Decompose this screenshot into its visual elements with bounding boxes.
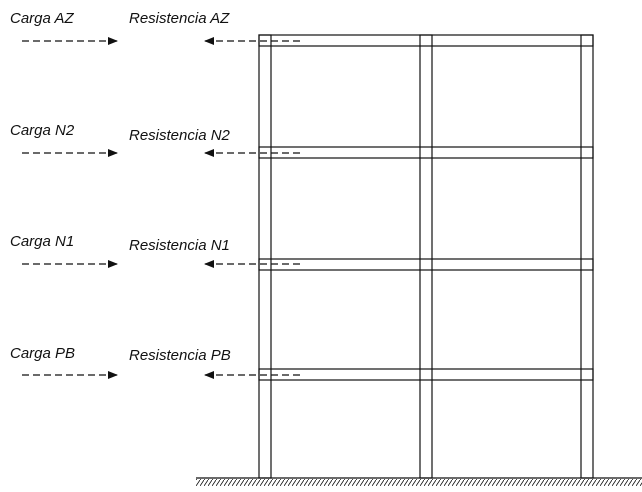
ground bbox=[196, 477, 642, 486]
resistencia-n1-label: Resistencia N1 bbox=[129, 237, 230, 254]
ground-hatch bbox=[196, 479, 642, 486]
carga-az-label: Carga AZ bbox=[10, 10, 74, 27]
level-pb: Carga PB Resistencia PB bbox=[10, 345, 300, 379]
carga-n1-label: Carga N1 bbox=[10, 233, 74, 250]
beam-n1 bbox=[258, 258, 594, 271]
beam-az bbox=[258, 34, 594, 47]
level-n2: Carga N2 Resistencia N2 bbox=[10, 122, 300, 157]
level-n1: Carga N1 Resistencia N1 bbox=[10, 233, 300, 268]
columns bbox=[258, 34, 594, 479]
beam-pb bbox=[258, 368, 594, 381]
column-right bbox=[580, 34, 594, 479]
column-left bbox=[258, 34, 272, 479]
level-az: Carga AZ Resistencia AZ bbox=[10, 10, 300, 45]
carga-n2-label: Carga N2 bbox=[10, 122, 75, 139]
beams bbox=[258, 34, 594, 381]
beam-n2 bbox=[258, 146, 594, 159]
column-center bbox=[419, 34, 433, 479]
resistencia-pb-label: Resistencia PB bbox=[129, 347, 231, 364]
resistencia-n2-label: Resistencia N2 bbox=[129, 127, 231, 144]
carga-pb-label: Carga PB bbox=[10, 345, 75, 362]
resistencia-az-label: Resistencia AZ bbox=[129, 10, 230, 27]
